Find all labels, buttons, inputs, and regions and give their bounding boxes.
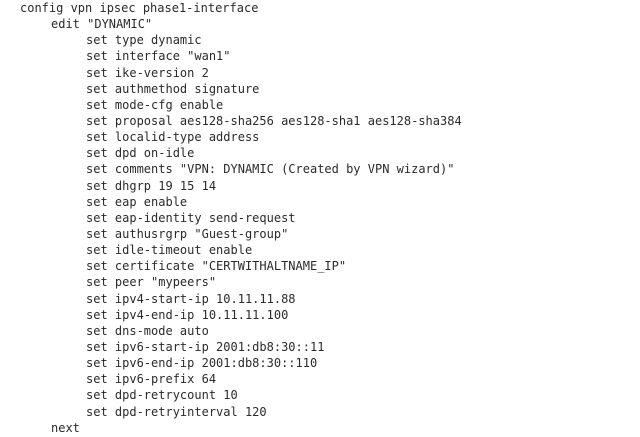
- setting-line: set interface "wan1": [86, 49, 231, 64]
- setting-line: set peer "mypeers": [86, 275, 217, 290]
- setting-line: set ipv6-start-ip 2001:db8:30::11: [86, 339, 325, 354]
- setting-line: set localid-type address: [86, 130, 260, 145]
- setting-line: set proposal aes128-sha256 aes128-sha1 a…: [86, 113, 462, 128]
- setting-line: set dhgrp 19 15 14: [86, 178, 217, 193]
- setting-line: set ipv6-prefix 64: [86, 372, 217, 387]
- setting-line: set type dynamic: [86, 33, 202, 48]
- setting-line: set ike-version 2: [86, 65, 209, 80]
- setting-line: set authusrgrp "Guest-group": [86, 226, 289, 241]
- setting-line: set ipv4-end-ip 10.11.11.100: [86, 307, 289, 322]
- setting-line: set mode-cfg enable: [86, 97, 224, 112]
- setting-line: set dpd-retryinterval 120: [86, 404, 267, 419]
- setting-line: set dns-mode auto: [86, 323, 209, 338]
- edit-line: edit "DYNAMIC": [51, 17, 153, 32]
- setting-line: set ipv4-start-ip 10.11.11.88: [86, 291, 296, 306]
- setting-line: set dpd on-idle: [86, 146, 195, 161]
- setting-line: set certificate "CERTWITHALTNAME_IP": [86, 259, 347, 274]
- setting-line: set authmethod signature: [86, 81, 260, 96]
- config-header-line: config vpn ipsec phase1-interface: [20, 1, 259, 15]
- setting-line: set ipv6-end-ip 2001:db8:30::110: [86, 356, 318, 371]
- setting-line: set eap-identity send-request: [86, 210, 296, 225]
- setting-line: set dpd-retrycount 10: [86, 388, 238, 403]
- setting-line: set eap enable: [86, 194, 188, 209]
- setting-line: set idle-timeout enable: [86, 243, 253, 258]
- setting-line: set comments "VPN: DYNAMIC (Created by V…: [86, 162, 455, 177]
- next-line: next: [51, 420, 80, 435]
